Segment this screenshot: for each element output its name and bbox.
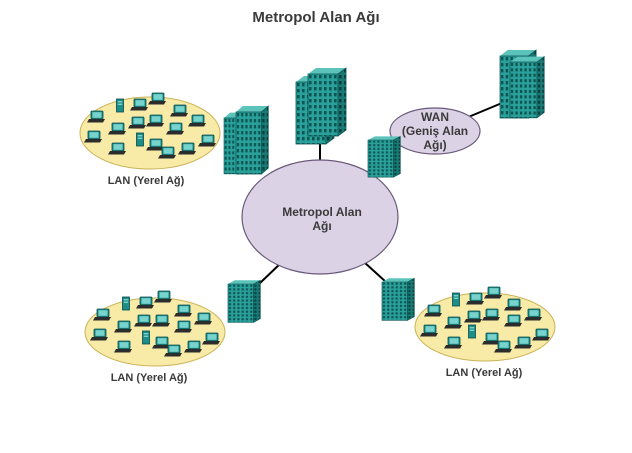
- building-icon: [295, 67, 347, 145]
- wan-label-line3: Ağı): [423, 138, 446, 152]
- building-icon: [223, 105, 269, 175]
- wan-label-line2: (Geniş Alan: [402, 124, 468, 138]
- lan-label: LAN (Yerel Ağ): [111, 372, 188, 384]
- wan-label-line1: WAN: [421, 110, 449, 124]
- man-node: Metropol Alan Ağı: [241, 159, 399, 275]
- lan-label: LAN (Yerel Ağ): [446, 367, 523, 379]
- diagram-title: Metropol Alan Ağı: [252, 9, 379, 26]
- building-icon: [367, 136, 401, 178]
- building-icon: [499, 49, 545, 119]
- link-man-lan-bottom-right: [363, 261, 387, 283]
- lan-cloud-bottom-left: LAN (Yerel Ağ): [84, 290, 226, 384]
- lan-cloud-top-left: LAN (Yerel Ağ): [79, 92, 221, 187]
- building-icon: [227, 279, 261, 323]
- building-icon: [381, 277, 415, 321]
- man-label-line1: Metropol Alan: [282, 205, 362, 219]
- lan-label: LAN (Yerel Ağ): [108, 175, 185, 187]
- lan-cloud-bottom-right: LAN (Yerel Ağ): [414, 286, 556, 379]
- link-wan-hq: [465, 102, 503, 119]
- man-label-line2: Ağı: [312, 219, 331, 233]
- wan-node: WAN (Geniş Alan Ağı): [389, 107, 481, 155]
